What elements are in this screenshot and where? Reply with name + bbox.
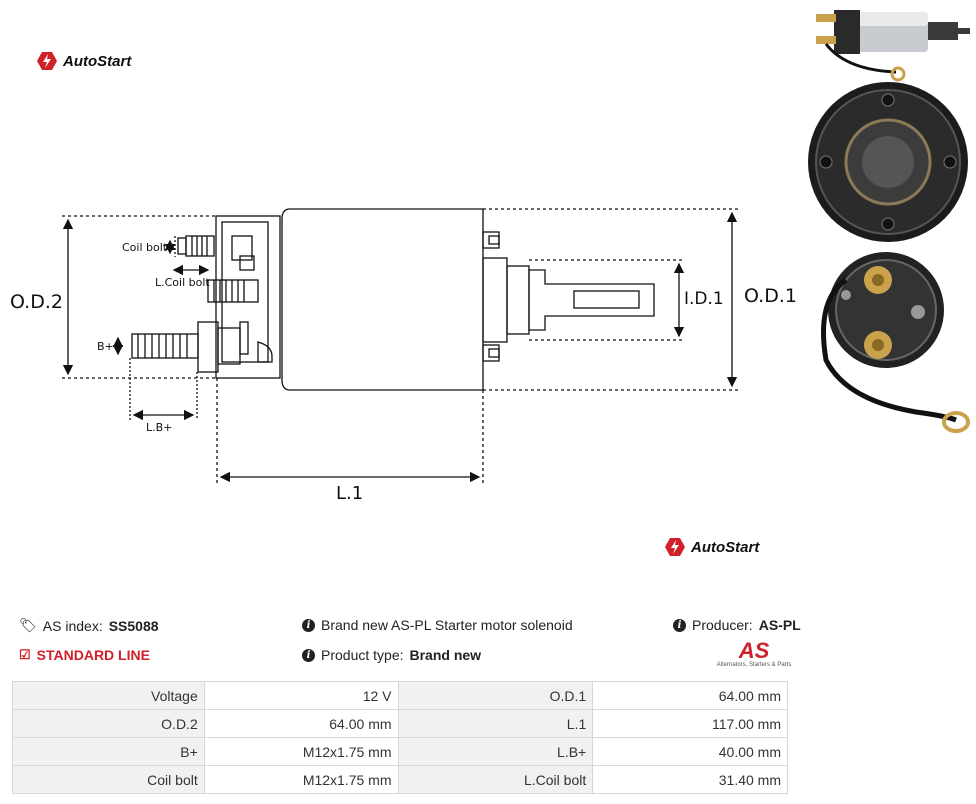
brand-name: AutoStart xyxy=(63,52,132,70)
producer: i Producer: AS-PL xyxy=(673,617,801,633)
product-photos xyxy=(808,10,970,433)
l-b-plus-label: L.B+ xyxy=(146,421,172,434)
producer-value: AS-PL xyxy=(758,617,801,633)
product-photo-terminals xyxy=(821,252,970,433)
spec-label: L.1 xyxy=(397,709,594,738)
brand-name: AutoStart xyxy=(691,538,760,556)
table-row: B+ M12x1.75 mm L.B+ 40.00 mm xyxy=(12,737,788,766)
coil-bolt-label: Coil bolt xyxy=(122,241,168,254)
product-photo-end xyxy=(808,82,968,242)
info-icon: i xyxy=(673,618,686,632)
spec-label: Voltage xyxy=(12,681,205,710)
spec-value: M12x1.75 mm xyxy=(203,765,399,794)
info-icon: i xyxy=(302,618,315,632)
l-coil-bolt-label: L.Coil bolt xyxy=(155,276,210,289)
product-type-value: Brand new xyxy=(409,647,482,663)
product-photo-side xyxy=(816,10,970,82)
as-index-label: AS index: xyxy=(42,617,103,634)
spec-value: 40.00 mm xyxy=(592,737,788,766)
table-row: Voltage 12 V O.D.1 64.00 mm xyxy=(12,681,788,710)
spec-label: O.D.1 xyxy=(397,681,594,710)
table-row: O.D.2 64.00 mm L.1 117.00 mm xyxy=(12,709,788,738)
spec-value: 117.00 mm xyxy=(592,709,788,738)
autostart-logo-icon xyxy=(37,52,57,70)
checkbox-icon: ☑ xyxy=(19,647,31,662)
as-index-value: SS5088 xyxy=(108,617,159,634)
line-text: STANDARD LINE xyxy=(36,647,150,663)
spec-label: O.D.2 xyxy=(12,709,205,738)
spec-label: L.Coil bolt xyxy=(397,765,594,794)
od2-label: O.D.2 xyxy=(10,291,63,313)
as-index: 🏷︎ AS index: SS5088 xyxy=(19,617,159,634)
b-plus-label: B+ xyxy=(97,340,114,353)
autostart-logo-icon xyxy=(665,538,685,556)
producer-label: Producer: xyxy=(692,617,753,633)
producer-logo-text: AS xyxy=(738,638,770,663)
id1-label: I.D.1 xyxy=(684,289,724,309)
spec-label: B+ xyxy=(12,737,205,766)
spec-value: 31.40 mm xyxy=(592,765,788,794)
spec-value: 64.00 mm xyxy=(203,709,399,738)
product-type: i Product type: Brand new xyxy=(302,647,481,663)
brand-logo-top: AutoStart xyxy=(36,51,131,71)
info-icon: i xyxy=(302,648,315,662)
l1-label: L.1 xyxy=(336,483,363,504)
line-badge: ☑ STANDARD LINE xyxy=(19,647,150,663)
specs-table: Voltage 12 V O.D.1 64.00 mm O.D.2 64.00 … xyxy=(12,681,788,794)
producer-logo: AS Alternators, Starters & Parts xyxy=(714,638,794,669)
spec-value: M12x1.75 mm xyxy=(203,737,399,766)
product-description: i Brand new AS-PL Starter motor solenoid xyxy=(302,617,573,633)
spec-label: L.B+ xyxy=(397,737,594,766)
solenoid-dimension-drawing: O.D.2 O.D.1 I.D.1 L.1 Coil bolt L.Coil b… xyxy=(10,208,797,504)
od1-label: O.D.1 xyxy=(744,285,797,307)
spec-label: Coil bolt xyxy=(12,765,205,794)
tag-icon: 🏷︎ xyxy=(19,617,37,633)
product-type-label: Product type: xyxy=(321,647,404,663)
producer-logo-tagline: Alternators, Starters & Parts xyxy=(716,662,792,668)
spec-value: 12 V xyxy=(203,681,399,710)
brand-logo-bottom: AutoStart xyxy=(664,537,759,557)
spec-value: 64.00 mm xyxy=(592,681,788,710)
description-text: Brand new AS-PL Starter motor solenoid xyxy=(321,617,573,633)
table-row: Coil bolt M12x1.75 mm L.Coil bolt 31.40 … xyxy=(12,765,788,794)
